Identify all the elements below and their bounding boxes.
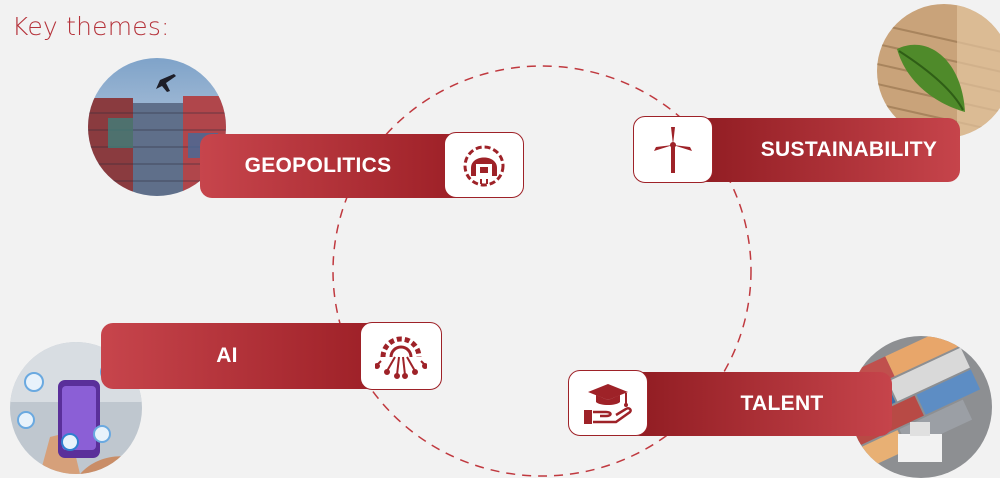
- leaf-on-cardboard-photo: [877, 4, 1000, 138]
- theme-talent-bar: TALENT: [628, 372, 892, 436]
- graduation-cap-hand-icon: [568, 370, 648, 436]
- theme-talent-label: TALENT: [740, 392, 824, 415]
- theme-geopolitics-bar: GEOPOLITICS: [200, 134, 466, 198]
- theme-ai-label: AI: [216, 344, 238, 367]
- gear-circuit-icon: [360, 322, 442, 390]
- dashed-cycle-ring: [332, 65, 752, 477]
- theme-ai-bar: AI: [101, 323, 383, 389]
- helmet-gear-icon: [444, 132, 524, 198]
- theme-geopolitics-label: GEOPOLITICS: [244, 154, 392, 177]
- theme-sustainability-bar: SUSTAINABILITY: [690, 118, 960, 182]
- page-heading: Key themes:: [12, 12, 170, 41]
- wind-turbine-icon: [633, 116, 713, 183]
- theme-sustainability-label: SUSTAINABILITY: [760, 138, 938, 161]
